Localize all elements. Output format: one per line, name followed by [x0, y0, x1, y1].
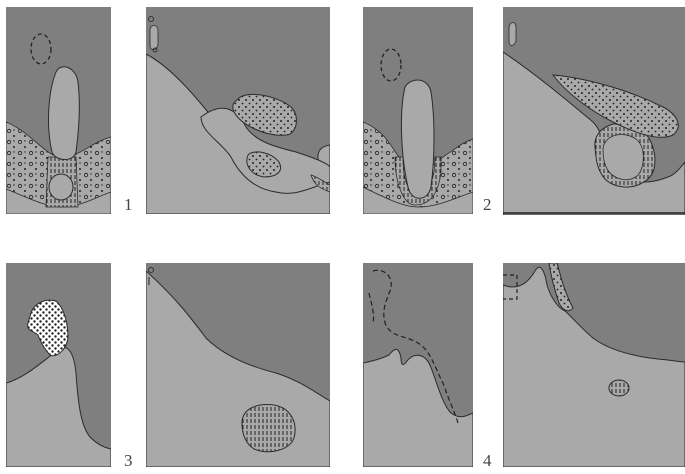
- panel-1a-drawing: [6, 7, 111, 214]
- panel-2a: [363, 7, 473, 214]
- panel-1b-drawing: [146, 7, 330, 214]
- panel-number-1: 1: [124, 196, 133, 213]
- small-body: [150, 25, 158, 49]
- panel-3b: [146, 263, 330, 467]
- panel-1b: [146, 7, 330, 214]
- panel-number-4: 4: [483, 452, 492, 469]
- panel-number-3: 3: [124, 452, 133, 469]
- small-body: [509, 23, 516, 46]
- round-body: [49, 174, 73, 200]
- elongated-body: [401, 80, 434, 198]
- elongated-body: [49, 67, 80, 160]
- panel-2a-drawing: [363, 7, 473, 214]
- panel-2b: [503, 7, 685, 215]
- panel-3b-drawing: [146, 263, 330, 467]
- panel-4a: [363, 263, 473, 467]
- panel-4b-drawing: [503, 263, 685, 467]
- panel-1a: [6, 7, 111, 214]
- hatched-small-oval: [609, 380, 629, 396]
- hatched-oval: [242, 405, 295, 452]
- panel-2b-drawing: [503, 7, 685, 215]
- panel-3a-drawing: [6, 263, 111, 467]
- panel-4b: [503, 263, 685, 467]
- panel-number-2: 2: [483, 196, 492, 213]
- panel-4a-drawing: [363, 263, 473, 467]
- panel-3a: [6, 263, 111, 467]
